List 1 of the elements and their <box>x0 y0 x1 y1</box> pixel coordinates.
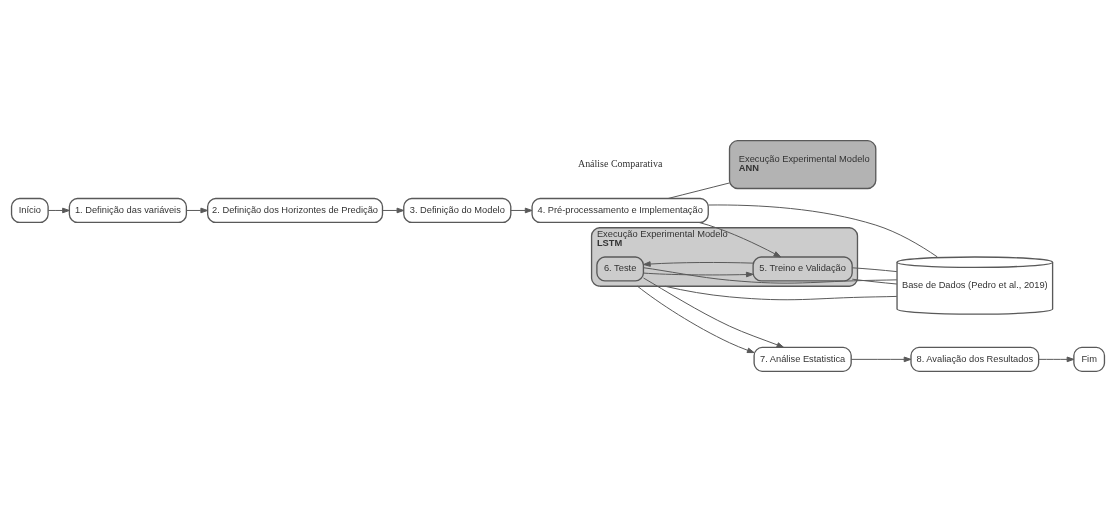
label: Análise Comparativa <box>577 157 663 169</box>
